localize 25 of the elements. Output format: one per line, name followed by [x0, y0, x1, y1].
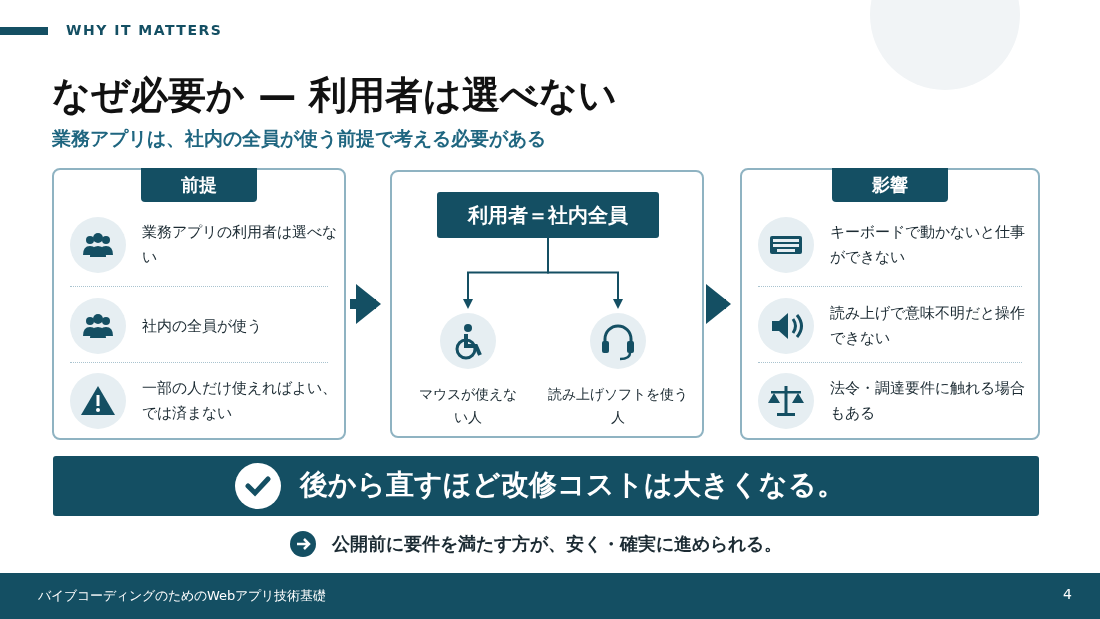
item-text: 読み上げで意味不明だと操作できない — [830, 303, 1026, 349]
panel-card — [52, 168, 346, 440]
subtitle: 業務アプリは、社内の全員が使う前提で考える必要がある — [52, 126, 546, 151]
item-text: 業務アプリの利用者は選べない — [142, 222, 338, 268]
item-text: 一部の人だけ使えればよい、では済まない — [142, 378, 338, 424]
footer-text: バイブコーディングのためのWebアプリ技術基礎 — [38, 587, 327, 605]
note-text: 公開前に要件を満たす方が、安く・確実に進められる。 — [332, 532, 782, 556]
item-text: 法令・調達要件に触れる場合もある — [830, 378, 1026, 424]
panel-card — [390, 170, 704, 438]
caption-text: 読み上げソフトを使う人 — [547, 385, 689, 427]
arrow — [706, 284, 731, 324]
arrow — [547, 237, 623, 309]
item-text: キーボードで動かないと仕事ができない — [830, 222, 1026, 268]
slide-title: なぜ必要か — 利用者は選べない — [52, 72, 618, 119]
panel-heading: 影響 — [832, 168, 948, 202]
item-text: 社内の全員が使う — [142, 315, 263, 337]
banner-text: 後から直すほど改修コストは大きくなる。 — [300, 467, 845, 503]
section-label: WHY IT MATTERS — [66, 22, 223, 38]
banner — [53, 456, 1039, 516]
panel-heading: 前提 — [141, 168, 257, 202]
caption-text: マウスが使えない人 — [418, 385, 518, 427]
arrow — [350, 284, 381, 324]
page-number: 4 — [1063, 586, 1072, 602]
label-box: 利用者＝社内全員 — [437, 192, 659, 238]
panel-card — [740, 168, 1040, 440]
